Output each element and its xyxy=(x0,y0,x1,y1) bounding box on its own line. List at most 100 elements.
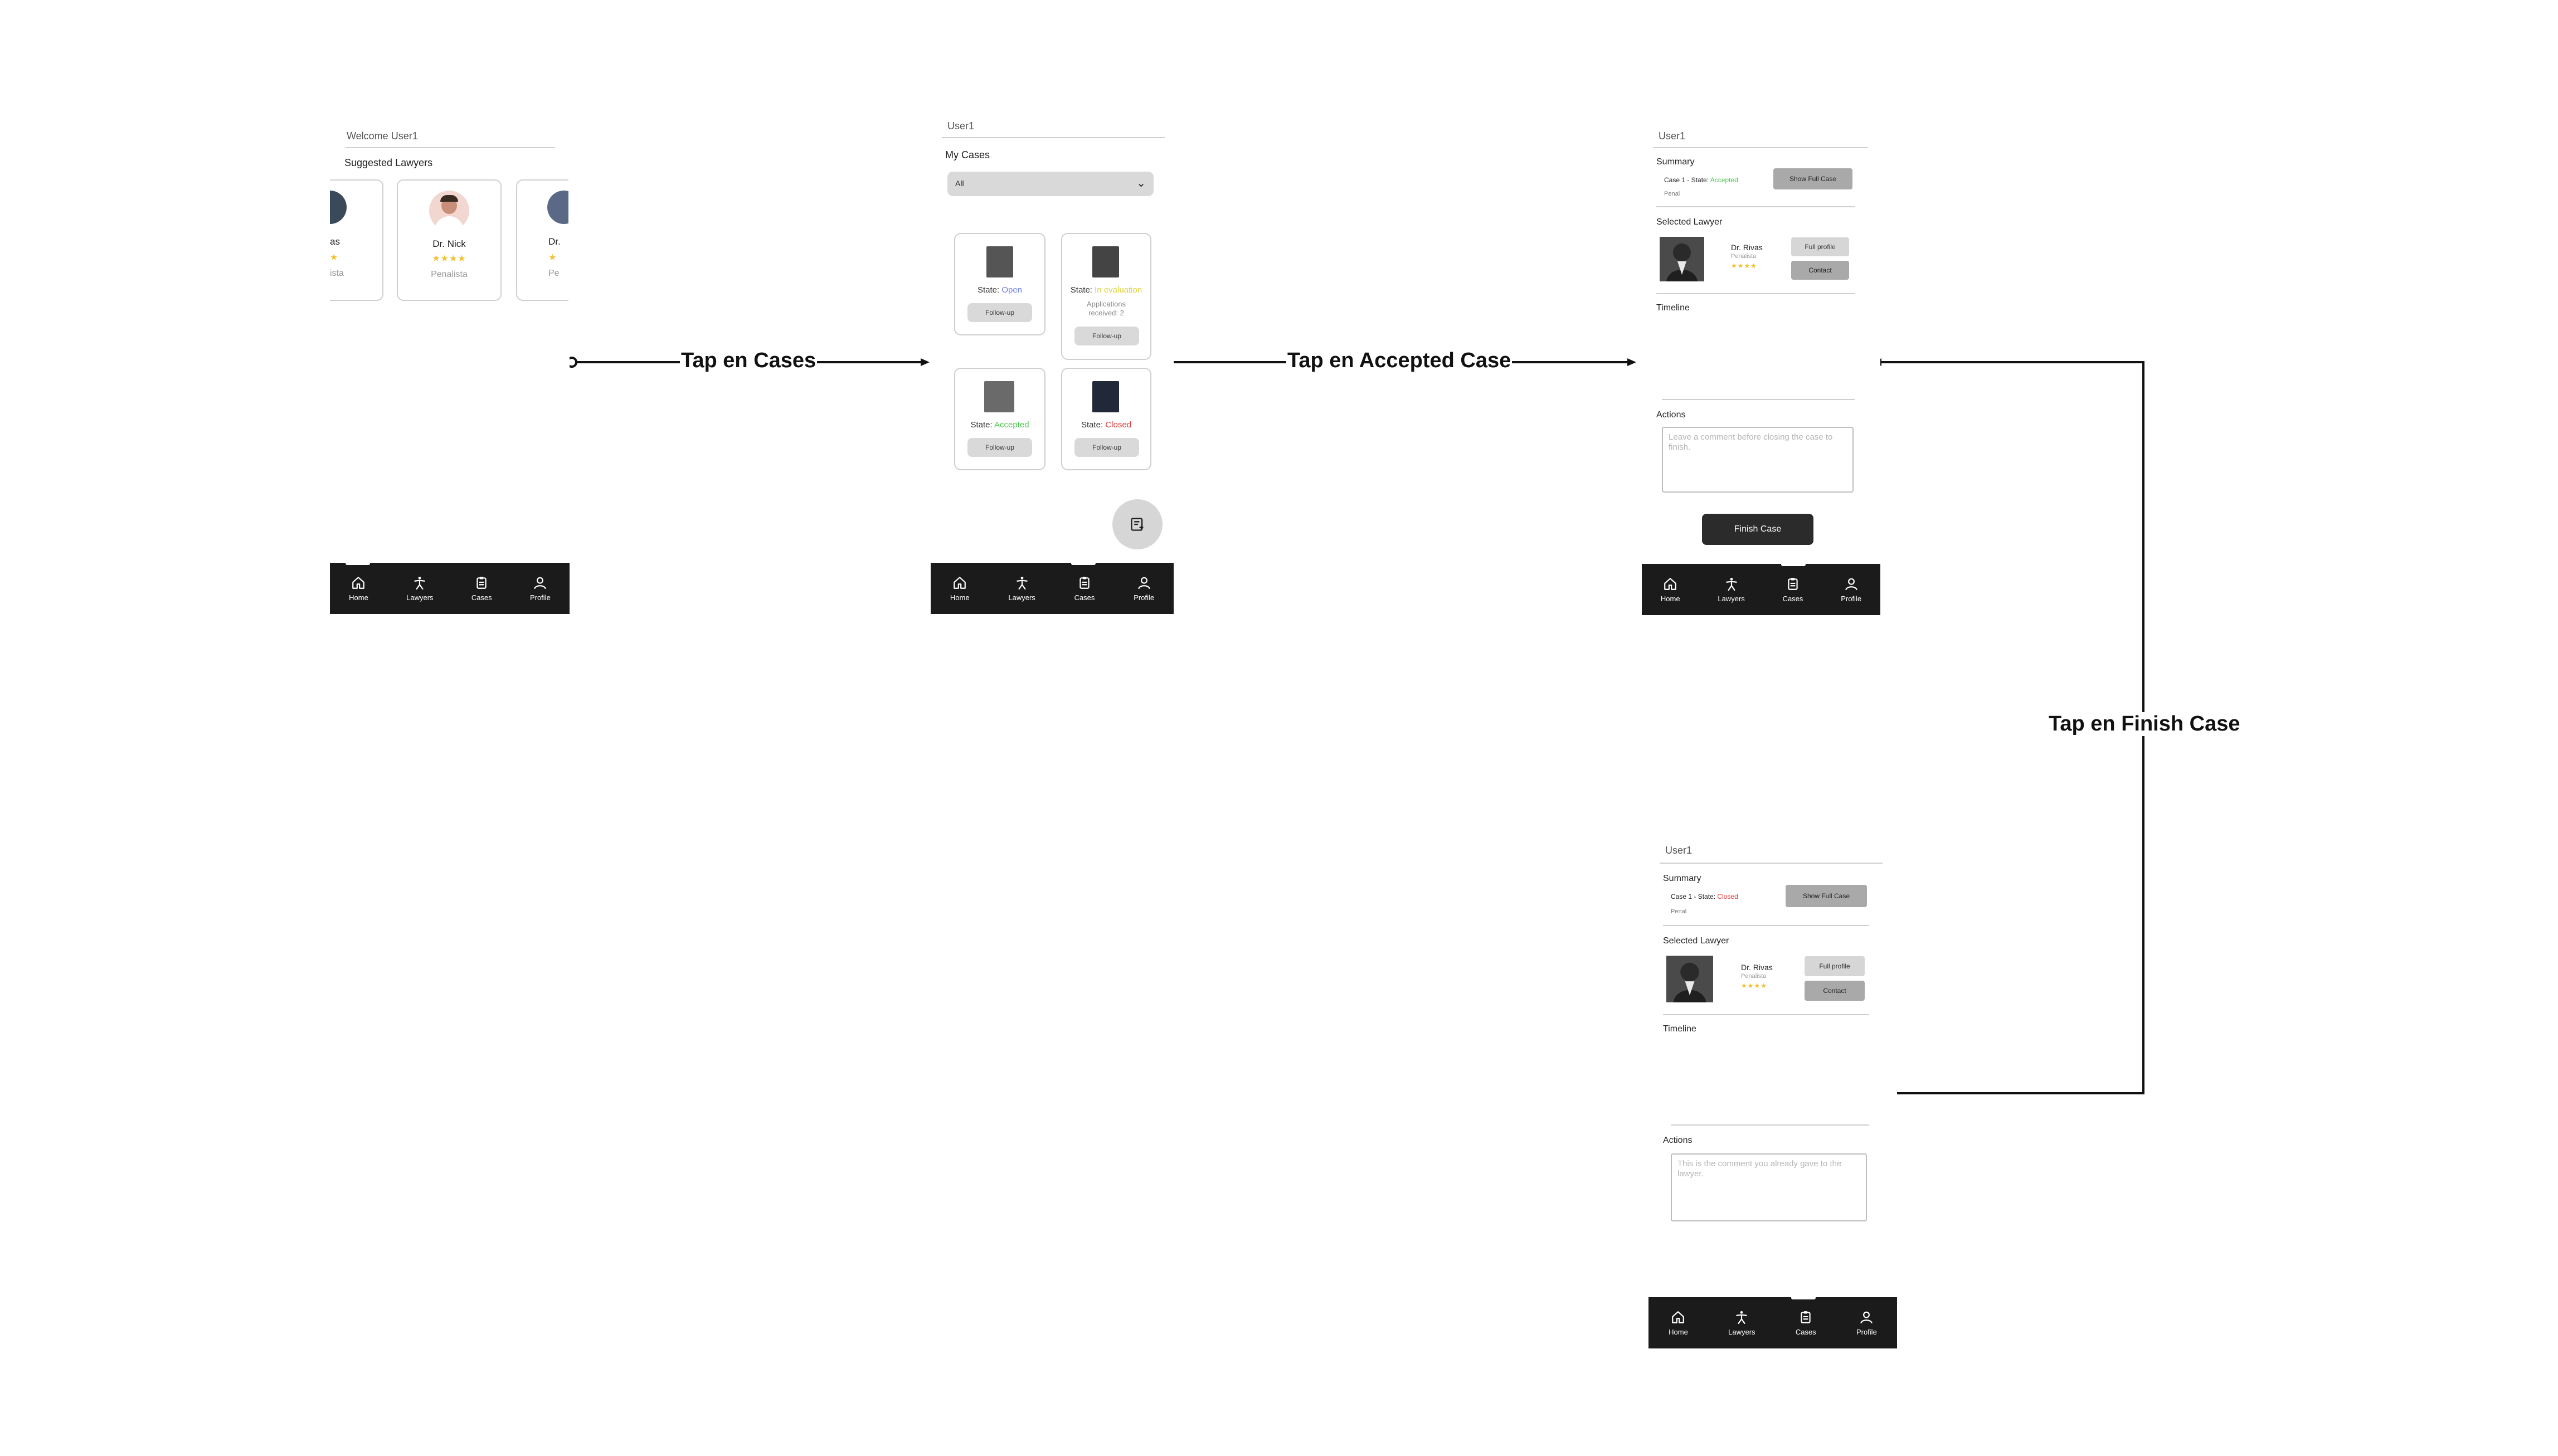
selected-lawyer-title: Selected Lawyer xyxy=(1656,217,1723,227)
actions-title: Actions xyxy=(1656,410,1686,420)
lawyer-icon xyxy=(1734,1310,1749,1324)
lawyer-name: as xyxy=(330,236,340,247)
avatar xyxy=(429,191,469,231)
divider xyxy=(1656,293,1855,294)
case-card-accepted[interactable]: State: Accepted Follow-up xyxy=(954,368,1045,470)
lawyer-specialty: Pe xyxy=(548,269,560,278)
cases-screen: User1 My Cases All ⌄ State: Open Follow-… xyxy=(931,111,1174,614)
nav-home[interactable]: Home xyxy=(1669,1310,1688,1336)
nav-lawyers[interactable]: Lawyers xyxy=(1728,1310,1755,1336)
full-profile-button[interactable]: Full profile xyxy=(1805,956,1865,976)
nav-home[interactable]: Home xyxy=(349,576,368,602)
flow-label-tap-cases: Tap en Cases xyxy=(680,349,818,373)
divider xyxy=(1663,925,1869,926)
nav-lawyers[interactable]: Lawyers xyxy=(406,576,434,602)
case-card-in-evaluation[interactable]: State: In evaluation Applications receiv… xyxy=(1061,233,1151,360)
nav-home[interactable]: Home xyxy=(1661,577,1680,603)
home-icon xyxy=(1663,577,1677,591)
flow-label-tap-accepted: Tap en Accepted Case xyxy=(1286,349,1513,373)
lawyer-card-right[interactable]: Dr. ★ Pe xyxy=(516,179,568,301)
avatar xyxy=(330,191,347,224)
follow-up-button[interactable]: Follow-up xyxy=(967,438,1032,457)
nav-profile[interactable]: Profile xyxy=(1134,576,1154,602)
nav-cases[interactable]: Cases xyxy=(1074,576,1095,602)
new-case-button[interactable] xyxy=(1112,499,1163,549)
case-state: State: Accepted xyxy=(970,420,1029,430)
my-cases-title: My Cases xyxy=(945,149,990,160)
closed-case-screen: User1 Summary Case 1 - State: Closed Pen… xyxy=(1648,837,1897,1350)
rating-stars: ★ xyxy=(548,253,557,262)
lawyer-specialty: ista xyxy=(330,269,344,278)
header-divider xyxy=(1653,147,1868,148)
user-name: User1 xyxy=(947,120,975,132)
rating-stars: ★ xyxy=(330,253,339,262)
active-indicator xyxy=(1071,561,1096,565)
nav-cases[interactable]: Cases xyxy=(471,576,492,602)
summary-title: Summary xyxy=(1656,157,1695,167)
rating-stars: ★★★★ xyxy=(1741,982,1768,990)
add-document-icon xyxy=(1131,518,1144,531)
applications-count: Applications received: 2 xyxy=(1086,300,1126,317)
avatar xyxy=(547,191,568,224)
nav-lawyers[interactable]: Lawyers xyxy=(1008,576,1035,602)
case-status-line: Case 1 - State: Closed xyxy=(1671,893,1738,900)
full-profile-button[interactable]: Full profile xyxy=(1791,237,1849,256)
header-divider xyxy=(942,137,1165,138)
home-icon xyxy=(351,576,366,590)
user-name: User1 xyxy=(1665,845,1693,856)
lawyer-name: Dr. xyxy=(548,236,561,247)
case-card-closed[interactable]: State: Closed Follow-up xyxy=(1061,368,1151,470)
show-full-case-button[interactable]: Show Full Case xyxy=(1773,168,1852,189)
header-divider xyxy=(1660,863,1883,864)
nav-lawyers[interactable]: Lawyers xyxy=(1718,577,1745,603)
lawyer-card-nick[interactable]: Dr. Nick ★★★★ Penalista xyxy=(397,179,502,301)
show-full-case-button[interactable]: Show Full Case xyxy=(1786,885,1867,907)
comment-textarea: This is the comment you already gave to … xyxy=(1671,1153,1867,1221)
divider xyxy=(1656,206,1855,207)
nav-cases[interactable]: Cases xyxy=(1796,1310,1816,1336)
bottom-nav: Home Lawyers Cases Profile xyxy=(931,561,1174,614)
lawyer-specialty: Penalista xyxy=(431,270,468,279)
welcome-text: Welcome User1 xyxy=(347,130,418,142)
home-icon xyxy=(1671,1310,1685,1324)
lawyer-icon xyxy=(1724,577,1739,591)
active-indicator xyxy=(346,561,370,565)
timeline-title: Timeline xyxy=(1663,1024,1696,1034)
selected-lawyer-title: Selected Lawyer xyxy=(1663,936,1729,946)
follow-up-button[interactable]: Follow-up xyxy=(1074,327,1139,345)
profile-icon xyxy=(1844,577,1859,591)
active-indicator xyxy=(1781,562,1806,566)
timeline-title: Timeline xyxy=(1656,303,1690,313)
follow-up-button[interactable]: Follow-up xyxy=(1074,438,1139,457)
case-card-open[interactable]: State: Open Follow-up xyxy=(954,233,1045,335)
flow-label-tap-finish: Tap en Finish Case xyxy=(2048,712,2241,736)
comment-textarea[interactable]: Leave a comment before closing the case … xyxy=(1662,427,1854,493)
contact-button[interactable]: Contact xyxy=(1805,981,1865,1001)
case-state: State: In evaluation xyxy=(1070,285,1142,295)
active-indicator xyxy=(1791,1295,1816,1299)
lawyer-photo xyxy=(1666,952,1713,1006)
bottom-nav: Home Lawyers Cases Profile xyxy=(1642,562,1880,615)
cases-icon xyxy=(1786,577,1800,591)
chevron-down-icon: ⌄ xyxy=(1136,177,1146,189)
case-type: Penal xyxy=(1664,191,1680,197)
contact-button[interactable]: Contact xyxy=(1791,261,1849,280)
follow-up-button[interactable]: Follow-up xyxy=(967,303,1032,322)
lawyer-card-left[interactable]: as ★ ista xyxy=(330,179,383,301)
nav-profile[interactable]: Profile xyxy=(1856,1310,1877,1336)
divider xyxy=(1663,1014,1869,1015)
nav-cases[interactable]: Cases xyxy=(1783,577,1803,603)
lawyer-specialty: Penalista xyxy=(1741,973,1767,980)
nav-profile[interactable]: Profile xyxy=(530,576,551,602)
home-screen: Welcome User1 Suggested Lawyers as ★ ist… xyxy=(330,123,570,614)
lawyer-icon xyxy=(1015,576,1029,590)
bottom-nav: Home Lawyers Cases Profile xyxy=(330,561,570,614)
filter-select[interactable]: All ⌄ xyxy=(947,172,1154,196)
lawyer-name: Dr. Nick xyxy=(432,238,466,249)
lawyer-photo xyxy=(1660,233,1704,285)
bottom-nav: Home Lawyers Cases Profile xyxy=(1648,1295,1897,1348)
nav-home[interactable]: Home xyxy=(950,576,970,602)
nav-profile[interactable]: Profile xyxy=(1841,577,1861,603)
lawyer-specialty: Penalista xyxy=(1731,253,1757,260)
finish-case-button[interactable]: Finish Case xyxy=(1702,514,1813,545)
